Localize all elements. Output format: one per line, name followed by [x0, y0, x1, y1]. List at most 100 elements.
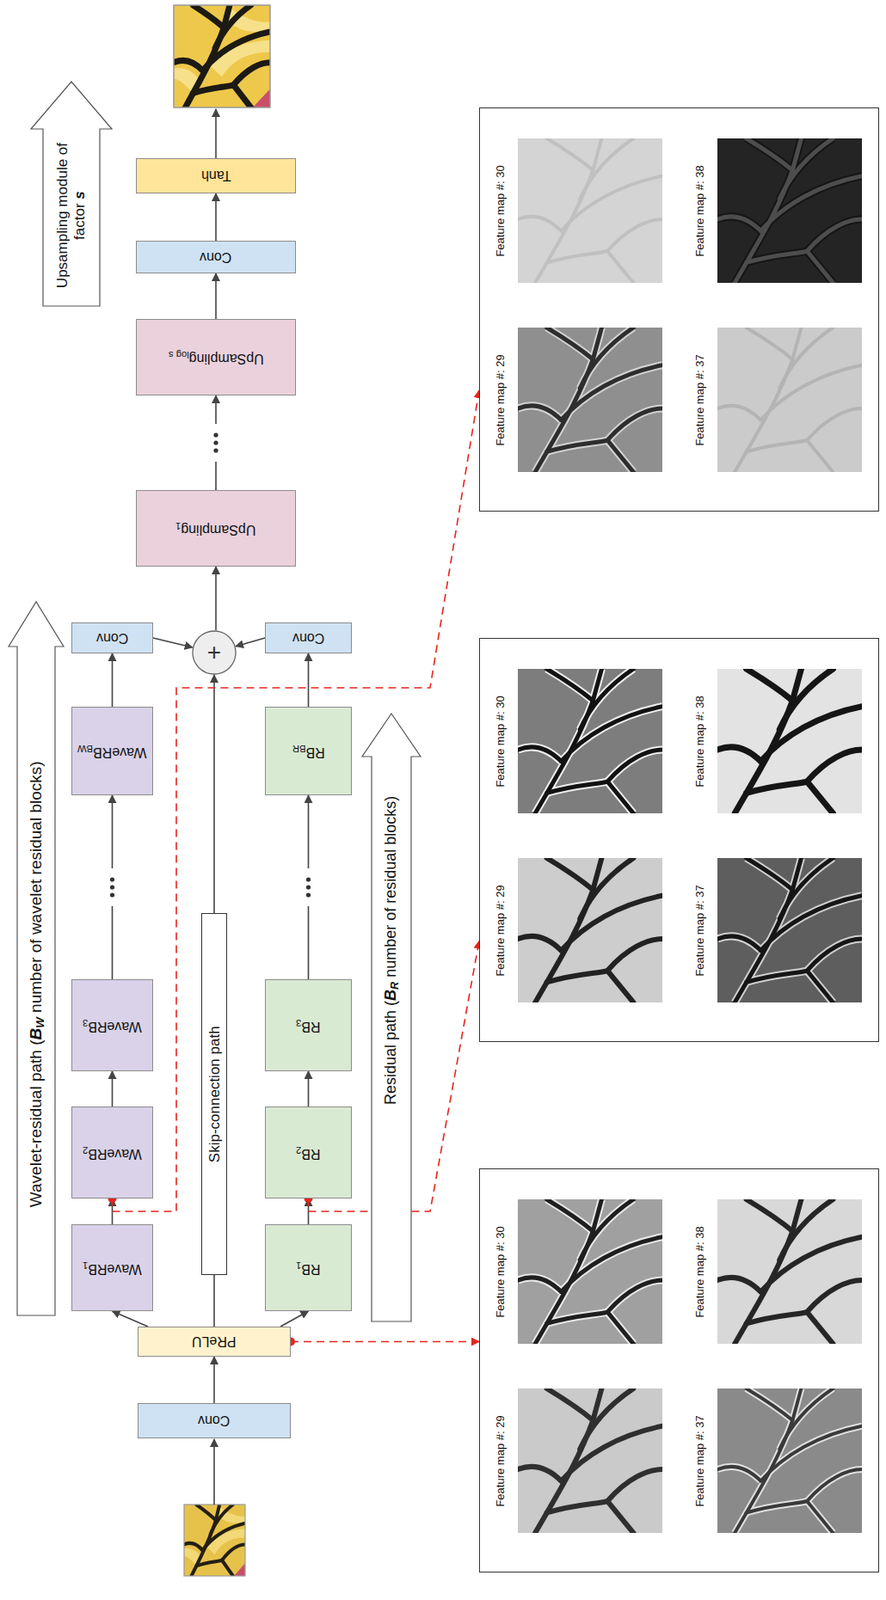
rotated-label-holder: Upsampling module of factor s [54, 133, 88, 297]
image-ground [517, 327, 663, 473]
vein-halo [746, 971, 834, 1003]
block-label: RBBR [292, 743, 326, 761]
feature-map-image [717, 669, 862, 814]
feature-map-image [717, 1199, 862, 1345]
wavelet-residual-block: WaveRB2 [71, 1107, 154, 1200]
text-run: RB [305, 744, 325, 760]
vein-halo [547, 327, 594, 360]
wing-vein [746, 1312, 834, 1345]
vein-halo [717, 1467, 761, 1483]
feature-map-panel: Feature map #: 30Feature map #: 38Featur… [479, 107, 880, 512]
wing-vein [746, 138, 794, 171]
ellipsis-dot [306, 877, 311, 882]
feature-map-label: Feature map #: 29 [493, 354, 507, 446]
wing-vein [746, 858, 794, 891]
wing-vein [547, 1312, 634, 1345]
conv-block: Conv [264, 622, 352, 654]
block-label: RB1 [295, 1260, 320, 1278]
text-run: R [388, 981, 401, 990]
block-label: Tanh [201, 167, 232, 184]
wing-vein [517, 406, 561, 421]
path-label: Wavelet-residual path (BW number of wave… [25, 761, 44, 1208]
wing-vein [547, 138, 594, 171]
block-label: UpSamplinglog s [168, 349, 265, 367]
ellipsis-dot [306, 892, 311, 898]
vein-halo [717, 216, 761, 232]
rotated-label-holder: Skip-connection path [205, 1026, 223, 1163]
wing-vein [221, 1544, 246, 1561]
upsampling-block: UpSamplinglog s [135, 319, 296, 396]
connector-arrow [111, 653, 114, 708]
text-run: RB [301, 1019, 321, 1034]
feature-probe-arrow [290, 1341, 480, 1344]
text-run: 2 [82, 1145, 88, 1157]
wing-vein [517, 216, 561, 232]
skip-label-box: Skip-connection path [201, 913, 228, 1276]
text-run: Upsampling module of factor [54, 141, 88, 288]
input-image [184, 1505, 246, 1577]
wing-vein [192, 5, 224, 28]
text-run: Residual path ( [381, 1000, 400, 1105]
connector-arrow [215, 193, 217, 241]
rotated-label-holder: Feature map #: 38 [694, 695, 708, 788]
connector-arrow [215, 566, 217, 631]
text-run: 1 [82, 1261, 88, 1272]
text-run: WaveRB [92, 744, 148, 760]
wing-vein [196, 1505, 216, 1521]
vein-halo [547, 1199, 594, 1232]
residual-block: RBBR [264, 707, 352, 796]
image-ground [173, 5, 271, 108]
path-arrow: Residual path (BR number of residual blo… [362, 713, 421, 1323]
image-ground [517, 858, 663, 1003]
connector-arrow [280, 1311, 309, 1328]
hollow-arrow-outline [362, 713, 421, 1323]
wing-vein [547, 858, 594, 891]
wing-vein [746, 971, 834, 1003]
text-run: Wavelet-residual path ( [25, 1040, 44, 1209]
block-label: Conv [292, 630, 325, 647]
image-ground [717, 327, 862, 473]
vein-halo [517, 406, 561, 421]
text-run: RB [301, 1261, 321, 1277]
upsampling-block: UpSampling1 [135, 490, 296, 567]
wing-vein [717, 747, 761, 763]
wing-vein [233, 62, 271, 86]
block-label: Conv [96, 630, 129, 647]
wing-vein [806, 219, 862, 252]
path-arrow: Upsampling module of factor s [30, 81, 112, 307]
image-frame [184, 1505, 246, 1577]
text-run: WaveRB [87, 1261, 142, 1277]
text-run: number of wavelet residual blocks) [25, 761, 44, 1018]
wing-spot [252, 89, 271, 108]
feature-map-label: Feature map #: 29 [493, 1415, 507, 1508]
feature-map-label: Feature map #: 30 [493, 1226, 507, 1318]
wing-vein [806, 750, 862, 782]
vein-halo [746, 138, 794, 171]
connector-arrow [307, 1071, 310, 1108]
output-image [173, 5, 271, 108]
activation-block: PReLU [137, 1327, 291, 1358]
wing-vein [184, 1544, 203, 1551]
vein-halo [547, 440, 634, 473]
wing-vein [547, 971, 634, 1003]
wing-vein [547, 440, 634, 473]
wing-vein [607, 1470, 663, 1502]
text-run: log s [168, 350, 190, 361]
wing-vein [607, 1280, 663, 1313]
wing-vein [547, 1199, 594, 1232]
output-arrow [215, 109, 217, 159]
wing-vein [779, 1389, 833, 1451]
wing-vein [607, 939, 663, 972]
input-arrow [213, 1439, 216, 1506]
block-label: UpSampling1 [175, 520, 256, 538]
text-run: WaveRB [87, 1146, 142, 1162]
feature-map-image [717, 858, 862, 1003]
feature-map-label: Feature map #: 37 [693, 885, 707, 977]
wing-vein [547, 1389, 594, 1422]
text-run: 1 [175, 521, 181, 532]
connector-arrow [153, 638, 193, 648]
conv-block: Conv [135, 240, 296, 274]
wing-vein [806, 1470, 862, 1502]
vein-halo [717, 936, 761, 952]
ellipsis-dot [213, 448, 218, 453]
